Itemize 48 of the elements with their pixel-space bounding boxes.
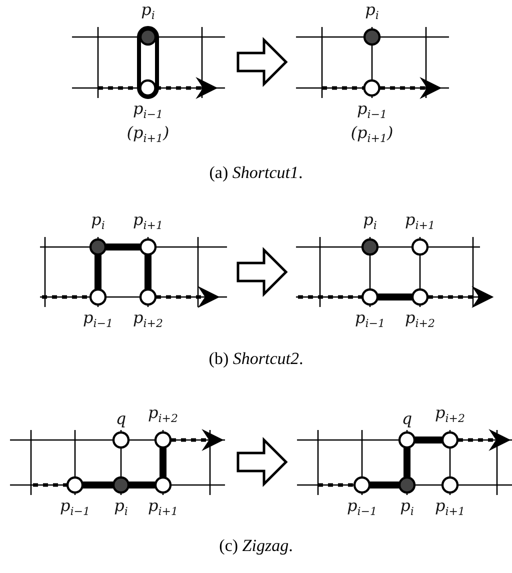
point-label: p$_{i+2}$: [435, 404, 465, 427]
dashed-arrow: [458, 429, 511, 451]
point-label: p$_{i−1}$: [357, 100, 387, 124]
point-label: p$_{i}$: [400, 497, 414, 520]
thick-line: [144, 255, 152, 289]
point-label: p$_{i+1}$: [405, 210, 435, 234]
dashed-line: [318, 483, 354, 487]
point-label: p$_{i+1}$: [133, 210, 163, 234]
thick-line: [106, 244, 140, 250]
point-label: p$_{i+2}$: [148, 404, 178, 427]
point-label: q: [402, 410, 412, 428]
figure-caption: (c) Zigzag.: [219, 536, 293, 555]
figure-caption: (a) Shortcut1.: [209, 163, 303, 182]
point-label: p$_{i−1}$: [355, 309, 385, 332]
point-label: p$_{i}$: [114, 497, 128, 520]
dashed-arrow: [171, 429, 224, 451]
dashed-line: [298, 295, 362, 299]
point-label: p$_{i−1}$: [133, 100, 163, 124]
point-label: p$_{i+2}$: [405, 309, 435, 332]
thick-line: [94, 255, 102, 289]
point-label: p$_{i}$: [91, 210, 105, 234]
dashed-line: [33, 483, 67, 487]
dashed-arrow: [156, 77, 218, 99]
thick-line: [370, 482, 399, 488]
figure-caption: (b) Shortcut2.: [208, 349, 304, 368]
thick-line: [83, 482, 113, 488]
point-label: p$_{i}$: [363, 210, 377, 234]
point-label: (p$_{i+1}$): [350, 124, 394, 148]
thick-line: [415, 436, 442, 444]
dashed-line: [42, 295, 90, 299]
dashed-line: [322, 86, 364, 90]
thick-line: [160, 448, 166, 477]
point-label: p$_{i−1}$: [83, 309, 113, 332]
point-label: p$_{i−1}$: [347, 497, 377, 520]
point-label: p$_{i+1}$: [435, 497, 465, 520]
dashed-arrow: [156, 286, 220, 308]
point-label: p$_{i+2}$: [133, 309, 163, 332]
point-label: (p$_{i+1}$): [126, 124, 170, 148]
dashed-arrow: [380, 77, 442, 99]
point-label: p$_{i}$: [365, 0, 379, 24]
thick-line: [378, 294, 412, 300]
thick-line: [129, 482, 155, 488]
point-label: p$_{i}$: [141, 0, 155, 24]
point-label: q: [116, 410, 126, 428]
point-label: p$_{i+1}$: [148, 497, 178, 520]
point-label: p$_{i−1}$: [60, 497, 90, 520]
thick-line: [404, 448, 410, 477]
dashed-arrow: [428, 286, 494, 308]
